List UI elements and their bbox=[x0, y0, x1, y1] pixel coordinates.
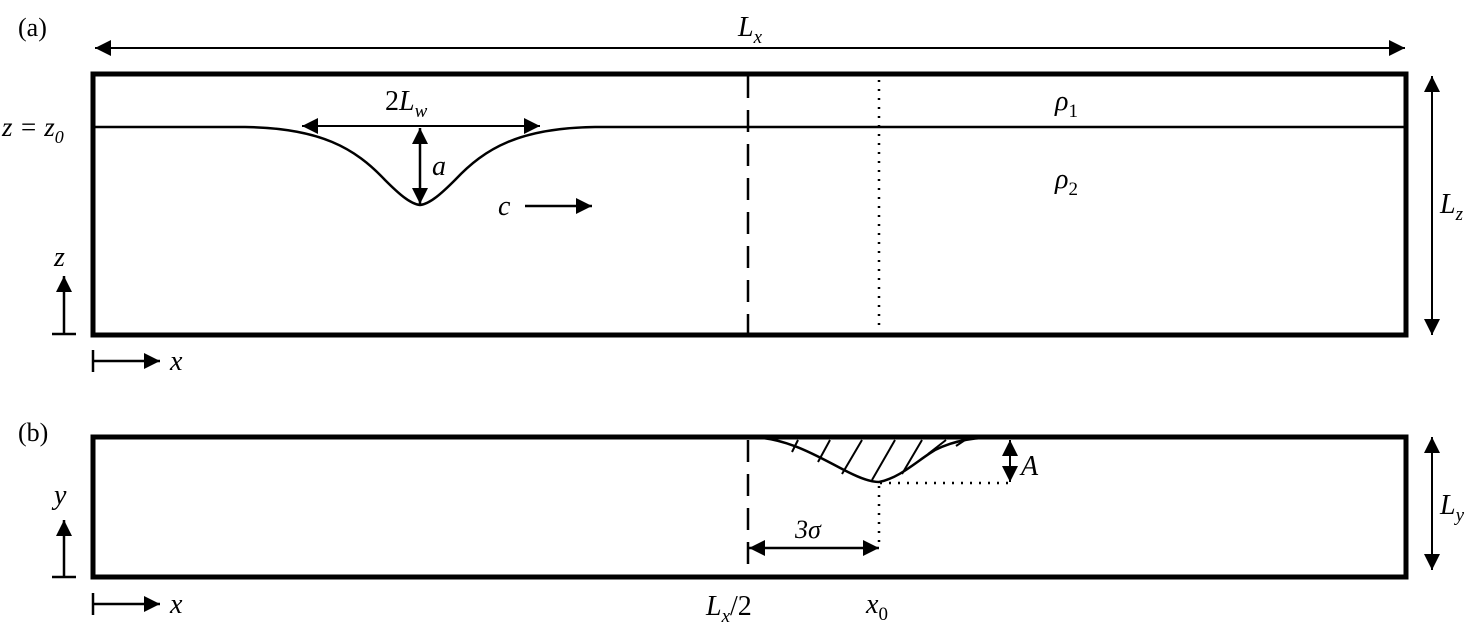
upper-density-label: ρ1 bbox=[1054, 86, 1078, 122]
interface-wave-curve bbox=[95, 125, 1404, 207]
panel-a-tag: (a) bbox=[18, 13, 47, 42]
domain-box-b bbox=[90, 434, 1409, 580]
bump-hatching bbox=[791, 439, 966, 481]
bump-amplitude-label: A bbox=[1019, 451, 1039, 482]
center-label: x0 bbox=[865, 589, 888, 625]
panel-b: (b) A 3σ Ly y bbox=[18, 418, 1465, 627]
axis-x-label-a: x bbox=[169, 346, 183, 377]
amplitude-label: a bbox=[432, 151, 446, 182]
height-z-label: Lz bbox=[1439, 189, 1464, 225]
bump-profile-curve bbox=[749, 435, 1009, 484]
offset-label: 3σ bbox=[794, 515, 822, 544]
midline-label: Lx/2 bbox=[705, 591, 752, 627]
lower-density-label: ρ2 bbox=[1054, 164, 1078, 200]
panel-a: (a) Lx z = z0 2Lw a c ρ1 ρ2 Lz z bbox=[1, 12, 1464, 377]
panel-b-tag: (b) bbox=[18, 418, 48, 447]
speed-label: c bbox=[498, 191, 511, 222]
axis-y-label: y bbox=[51, 480, 67, 511]
domain-box-a bbox=[90, 71, 1409, 338]
axis-z-label: z bbox=[53, 242, 65, 273]
axis-x-label-b: x bbox=[169, 589, 183, 620]
interface-label: z = z0 bbox=[1, 112, 64, 147]
length-x-label: Lx bbox=[737, 12, 763, 48]
wave-width-label: 2Lw bbox=[385, 86, 428, 122]
width-y-label: Ly bbox=[1439, 490, 1465, 526]
